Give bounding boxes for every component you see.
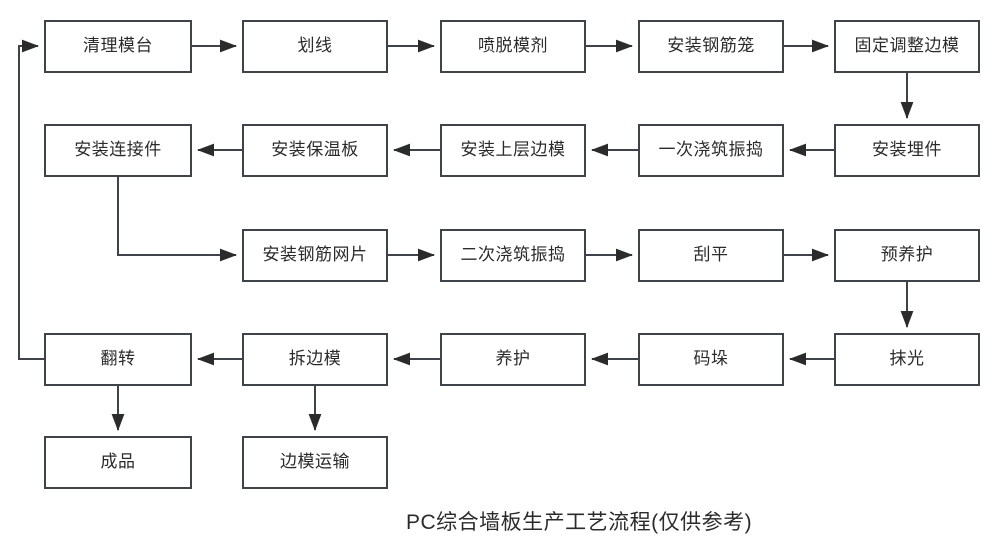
process-node-n5[interactable]: 固定调整边模 (834, 20, 980, 73)
process-node-label: 预养护 (880, 245, 934, 265)
process-node-label: 抹光 (889, 349, 925, 369)
process-node-n14[interactable]: 预养护 (834, 229, 980, 282)
diagram-caption: PC综合墙板生产工艺流程(仅供参考) (406, 511, 753, 534)
process-node-n16[interactable]: 拆边模 (242, 333, 388, 386)
process-node-label: 养护 (495, 349, 531, 369)
process-node-label: 安装埋件 (872, 140, 942, 160)
process-node-label: 安装上层边模 (460, 140, 566, 160)
process-node-label: 一次浇筑振捣 (658, 140, 764, 160)
connector-n15-to-n1 (18, 39, 44, 360)
edge-layer (18, 39, 914, 431)
process-node-n18[interactable]: 码垛 (638, 333, 784, 386)
process-node-label: 安装保温板 (271, 140, 359, 160)
process-node-n6[interactable]: 安装连接件 (44, 124, 192, 177)
process-node-n7[interactable]: 安装保温板 (242, 124, 388, 177)
process-node-label: 安装钢筋网片 (262, 245, 368, 265)
process-node-label: 翻转 (100, 349, 136, 369)
process-node-n21[interactable]: 边模运输 (242, 436, 388, 489)
process-node-n10[interactable]: 安装埋件 (834, 124, 980, 177)
process-node-n20[interactable]: 成品 (44, 436, 192, 489)
process-node-label: 二次浇筑振捣 (460, 245, 566, 265)
process-node-n2[interactable]: 划线 (242, 20, 388, 73)
process-node-label: 清理模台 (83, 36, 153, 56)
process-node-label: 安装钢筋笼 (667, 36, 755, 56)
process-node-label: 刮平 (693, 245, 729, 265)
process-node-n19[interactable]: 抹光 (834, 333, 980, 386)
process-node-n1[interactable]: 清理模台 (44, 20, 192, 73)
process-node-label: 固定调整边模 (854, 36, 960, 56)
process-node-label: 划线 (297, 36, 333, 56)
process-node-n15[interactable]: 翻转 (44, 333, 192, 386)
process-node-label: 拆边模 (288, 349, 342, 369)
process-node-label: 安装连接件 (74, 140, 162, 160)
process-node-n8[interactable]: 安装上层边模 (440, 124, 586, 177)
process-node-n17[interactable]: 养护 (440, 333, 586, 386)
process-node-n13[interactable]: 刮平 (638, 229, 784, 282)
process-node-n3[interactable]: 喷脱模剂 (440, 20, 586, 73)
connector-n6-to-n11 (117, 177, 237, 262)
process-node-n12[interactable]: 二次浇筑振捣 (440, 229, 586, 282)
process-node-label: 成品 (100, 452, 136, 472)
process-node-n4[interactable]: 安装钢筋笼 (638, 20, 784, 73)
process-node-label: 边模运输 (280, 452, 350, 472)
process-node-label: 码垛 (693, 349, 729, 369)
process-node-n11[interactable]: 安装钢筋网片 (242, 229, 388, 282)
process-node-n9[interactable]: 一次浇筑振捣 (638, 124, 784, 177)
process-node-label: 喷脱模剂 (478, 36, 548, 56)
